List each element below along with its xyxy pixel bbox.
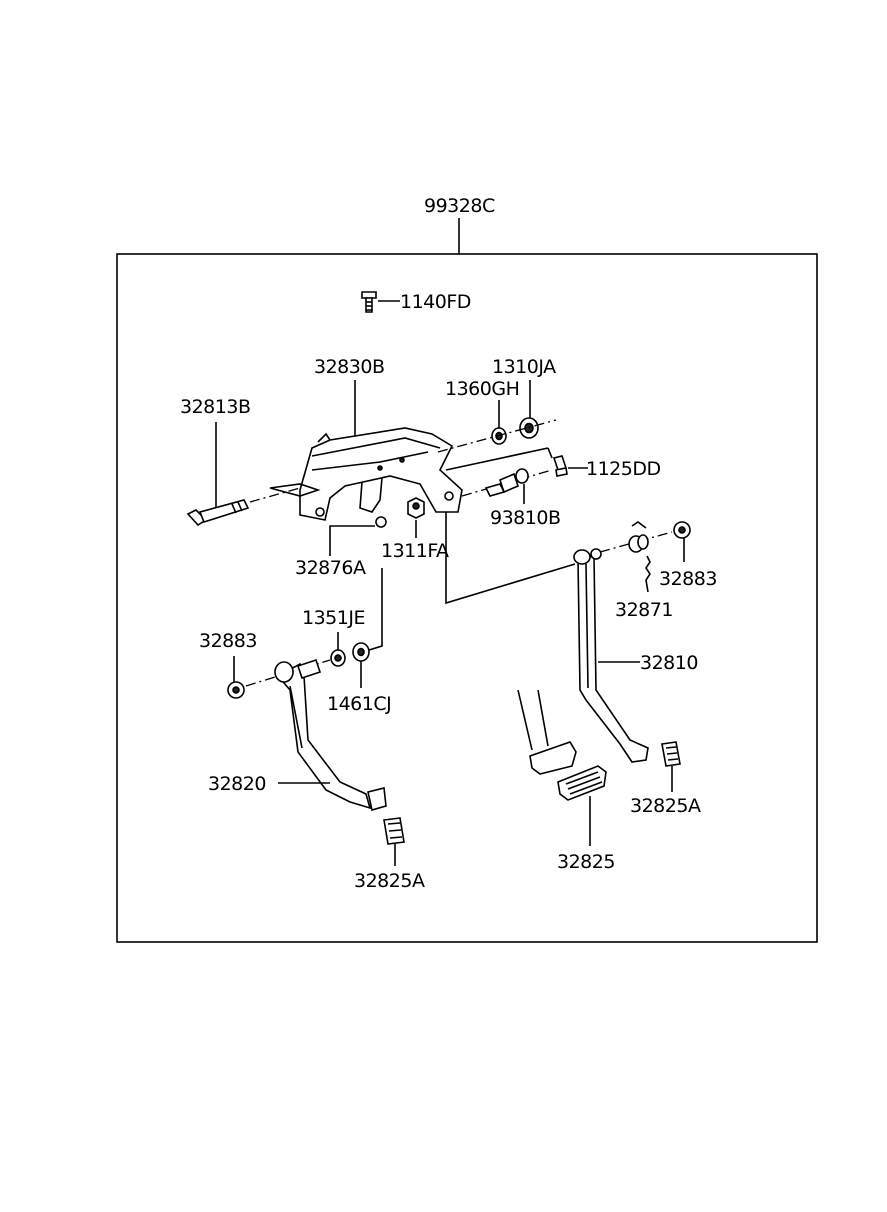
pedal-pad-32825A-right-icon[interactable] [661,741,681,767]
label-32883-right[interactable]: 32883 [659,568,717,590]
nut-1310JA-icon[interactable] [519,417,539,439]
pedal-bracket-32830B-icon[interactable] [269,427,463,521]
leader-1311FA-to-1461CJ [368,568,383,651]
bracket-link-line-2 [547,447,553,459]
axis-line-right [599,531,673,553]
label-32825A-left[interactable]: 32825A [354,870,425,892]
nut-1311FA-icon[interactable] [407,497,425,519]
label-32825A-right[interactable]: 32825A [630,795,701,817]
leader-bracket-to-32810 [445,512,576,605]
bushing-32883-left-icon[interactable] [227,681,245,699]
label-32871[interactable]: 32871 [615,599,673,621]
label-32830B[interactable]: 32830B [314,356,385,378]
accelerator-pad-icon [517,689,577,775]
label-32813B[interactable]: 32813B [180,396,251,418]
leader-32876A [329,525,375,556]
bracket-link-line [445,447,549,471]
label-32883-left[interactable]: 32883 [199,630,257,652]
washer-1351JE-icon[interactable] [330,649,346,667]
axis-line-left [249,487,301,503]
label-1311FA[interactable]: 1311FA [381,540,450,562]
label-93810B[interactable]: 93810B [490,507,561,529]
nut-1461CJ-icon[interactable] [352,642,370,662]
spring-32871-icon[interactable] [628,521,649,553]
stop-switch-93810B-icon[interactable] [484,468,529,497]
bushing-32876A-icon[interactable] [375,516,387,528]
axis-line-top [437,419,557,453]
label-32825[interactable]: 32825 [557,851,615,873]
brake-pad-32825-icon[interactable] [557,765,607,801]
pedal-pad-32825A-left-icon[interactable] [383,817,405,845]
bushing-32883-right-icon[interactable] [673,521,691,539]
bolt-1125DD-icon[interactable] [552,455,568,477]
label-1310JA[interactable]: 1310JA [492,356,557,378]
label-32810[interactable]: 32810 [640,652,698,674]
bolt-1140FD-icon[interactable] [361,291,377,313]
label-1125DD[interactable]: 1125DD [586,458,661,480]
bolt-32813B-icon[interactable] [186,499,250,527]
brake-pedal-32810-icon[interactable] [573,548,649,763]
label-99328C[interactable]: 99328C [424,195,495,217]
clutch-pedal-32820-icon[interactable] [274,658,387,812]
label-32820[interactable]: 32820 [208,773,266,795]
label-1351JE[interactable]: 1351JE [302,607,365,629]
label-1360GH[interactable]: 1360GH [445,378,520,400]
assembly-frame [116,253,818,943]
leader-32871 [645,555,651,593]
label-32876A[interactable]: 32876A [295,557,366,579]
label-1461CJ[interactable]: 1461CJ [327,693,392,715]
label-1140FD[interactable]: 1140FD [400,291,471,313]
